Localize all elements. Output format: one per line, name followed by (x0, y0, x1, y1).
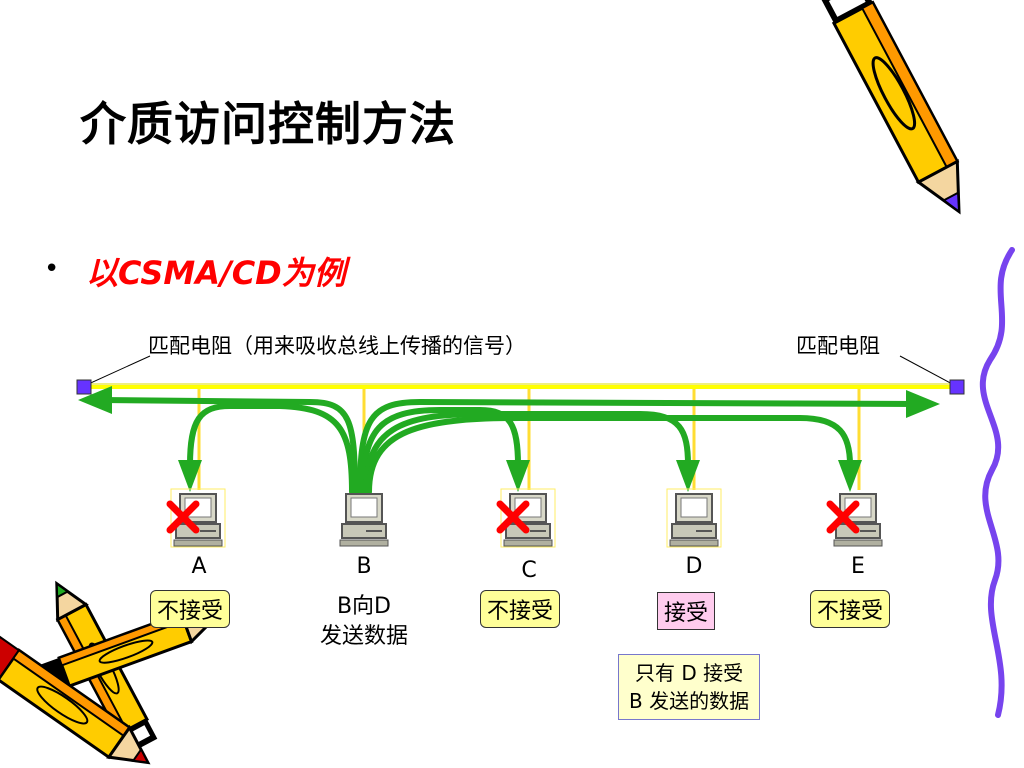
status-badge-c: 不接受 (480, 590, 561, 628)
signal-arrows (97, 397, 923, 495)
note-box: 只有 D 接受 B 发送的数据 (618, 654, 761, 720)
left-terminator (76, 379, 92, 395)
status-badge-e: 不接受 (810, 590, 891, 628)
node-label-c: C (521, 558, 537, 583)
node-label-e: E (851, 554, 865, 579)
node-label-b: B (356, 554, 372, 579)
node-label-a: A (191, 554, 207, 579)
pencil-icon (819, 0, 961, 215)
reject-x-icon (166, 500, 200, 534)
note-line-1: 只有 D 接受 (634, 661, 744, 685)
reject-x-icon (826, 500, 860, 534)
slide-title: 介质访问控制方法 (80, 97, 456, 151)
bullet-marker: • (44, 254, 60, 284)
sender-line-1: B向D (336, 594, 392, 619)
status-badge-a: 不接受 (150, 590, 231, 628)
right-terminator-label: 匹配电阻 (796, 334, 880, 358)
pencil-icon (0, 635, 151, 765)
arrow-heads (78, 386, 940, 492)
reject-x-icon (496, 500, 530, 534)
right-terminator (949, 379, 965, 395)
computer-icon (336, 488, 392, 552)
bullet-text: 以CSMA/CD为例 (86, 254, 346, 292)
note-line-2: B 发送的数据 (629, 689, 750, 713)
computer-icon (666, 488, 722, 552)
computer-icon (170, 488, 226, 552)
right-terminator-leader (899, 355, 957, 387)
squiggle-decoration (979, 247, 1015, 718)
status-badge-d: 接受 (657, 592, 716, 630)
left-terminator-label: 匹配电阻（用来吸收总线上传播的信号） (148, 334, 526, 358)
sender-line-2: 发送数据 (319, 624, 408, 649)
left-terminator-leader (83, 355, 151, 387)
sender-description: B向D 发送数据 (302, 592, 426, 652)
node-label-d: D (685, 554, 703, 579)
